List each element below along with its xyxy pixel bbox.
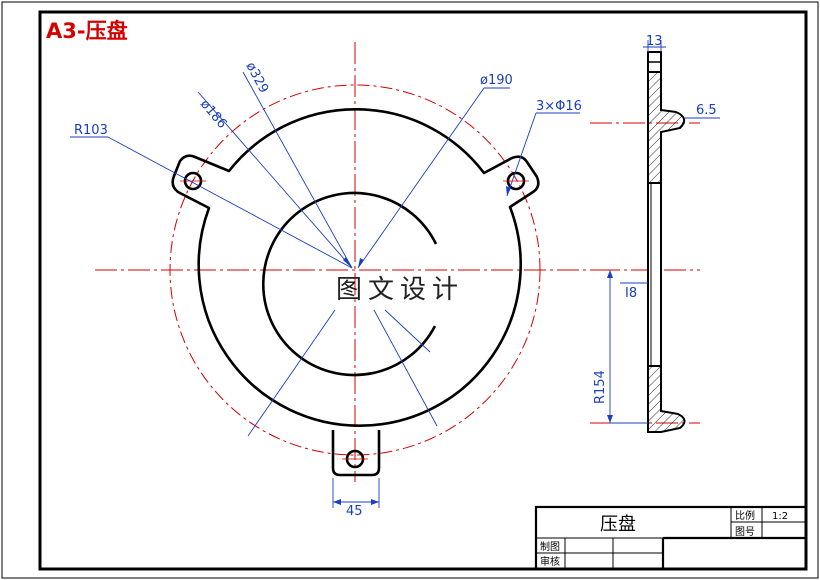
bolt-circle (169, 84, 541, 456)
dim-holes: 3×Φ16 (536, 99, 582, 114)
watermark: 图文设计 (336, 275, 464, 305)
front-arrowheads (333, 186, 511, 505)
dim-r103: R103 (74, 123, 108, 138)
drawn-label: 制图 (540, 540, 560, 553)
lower-section (647, 365, 686, 433)
inner-opening (261, 191, 438, 377)
dim-i8: I8 (625, 286, 637, 301)
checked-label: 审核 (540, 555, 560, 568)
side-dimension-lines (609, 40, 720, 424)
front-dimension-lines (70, 71, 580, 508)
dim-d329: ø329 (242, 60, 271, 96)
drawing-no-label: 图号 (735, 526, 755, 538)
upper-section (647, 51, 686, 184)
inner-frame (38, 10, 808, 571)
side-view: 13 6.5 I8 R154 (590, 34, 720, 433)
outer-contour (171, 108, 540, 427)
title-block (534, 505, 808, 571)
plate-web (647, 182, 662, 367)
dim-d186: ø186 (197, 97, 230, 132)
part-name: 压盘 (600, 514, 636, 535)
drawing-title: A3-压盘 (46, 19, 128, 43)
dim-d190: ø190 (480, 73, 513, 88)
dim-45: 45 (346, 504, 363, 519)
side-arrowheads (607, 270, 613, 423)
dim-13: 13 (646, 34, 663, 49)
dim-6-5: 6.5 (696, 103, 717, 118)
bottom-lug (331, 430, 381, 477)
dim-r154: R154 (593, 370, 608, 404)
scale-label: 比例 (735, 509, 755, 522)
scale-value: 1:2 (772, 511, 788, 522)
